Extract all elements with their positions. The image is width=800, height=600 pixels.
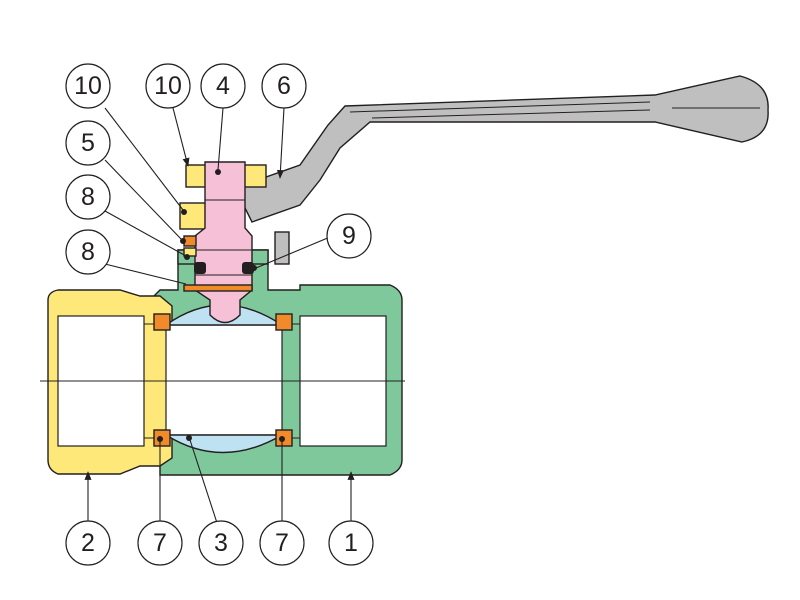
callout-10b: 10 [145,63,191,109]
svg-text:8: 8 [81,238,95,266]
svg-text:3: 3 [214,529,228,557]
callout-6: 6 [261,63,307,109]
callout-9: 9 [326,213,372,259]
leader-lines [84,107,355,527]
svg-text:6: 6 [277,72,291,100]
svg-text:7: 7 [153,529,167,557]
packing-washers [183,235,253,292]
lever-handle [234,75,769,265]
callout-8a: 8 [65,174,111,220]
svg-text:9: 9 [342,222,356,250]
svg-text:10: 10 [74,72,102,100]
callout-7a: 7 [137,520,183,566]
svg-text:8: 8 [81,183,95,211]
svg-text:10: 10 [154,72,182,100]
callout-4: 4 [200,63,246,109]
callout-10a: 10 [65,63,111,109]
svg-text:1: 1 [344,529,358,557]
svg-text:5: 5 [81,129,95,157]
callout-8b: 8 [65,229,111,275]
svg-text:7: 7 [275,529,289,557]
callout-3: 3 [198,520,244,566]
svg-text:4: 4 [216,72,230,100]
handle-arm [234,75,769,223]
svg-text:2: 2 [81,529,95,557]
callout-7b: 7 [259,520,305,566]
callout-1: 1 [328,520,374,566]
o-rings [194,262,254,274]
stem [194,161,253,324]
callout-2: 2 [65,520,111,566]
callout-5: 5 [65,120,111,166]
